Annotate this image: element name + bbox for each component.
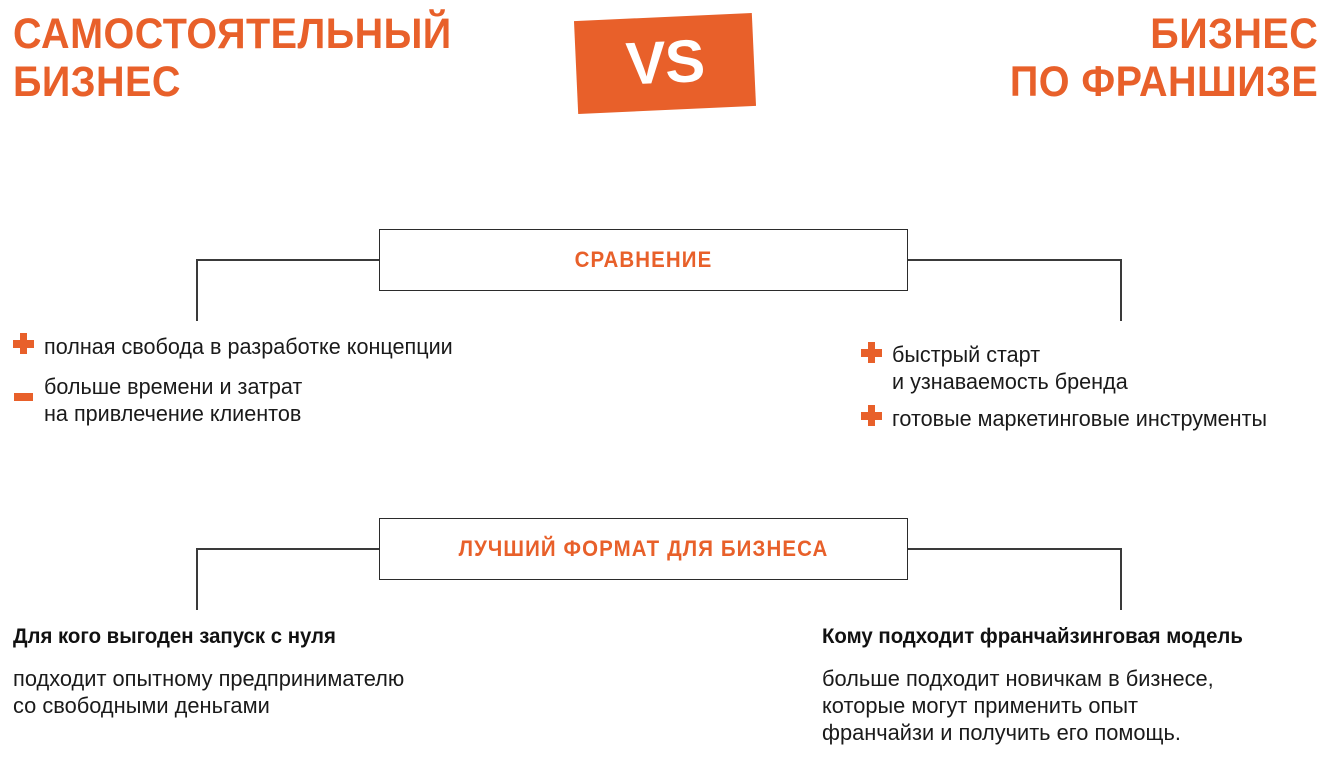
best-format-right-block: Кому подходит франчайзинговая модель бол… (822, 625, 1331, 746)
list-item: больше времени и затрат на привлечение к… (13, 373, 633, 427)
list-item-label: быстрый старт и узнаваемость бренда (892, 342, 1128, 394)
best-format-right-heading: Кому подходит франчайзинговая модель (822, 625, 1243, 648)
list-item-label: больше времени и затрат на привлечение к… (44, 374, 303, 426)
best-format-left-body: подходит опытному предпринимателю со сво… (13, 666, 405, 718)
plus-icon (861, 342, 883, 372)
list-item: полная свобода в разработке концепции (13, 333, 633, 363)
vs-badge-label: VS (624, 26, 706, 98)
connector-left-vertical (196, 259, 198, 321)
vs-badge: VS (573, 13, 757, 114)
comparison-left-list: полная свобода в разработке концепции бо… (13, 333, 633, 427)
list-item-label: готовые маркетинговые инструменты (892, 406, 1268, 431)
best-format-left-block: Для кого выгоден запуск с нуля подходит … (13, 625, 573, 719)
right-headline: БИЗНЕС ПО ФРАНШИЗЕ (1009, 10, 1318, 106)
connector-left-horizontal-2 (196, 548, 381, 550)
left-headline: САМОСТОЯТЕЛЬНЫЙ БИЗНЕС (13, 10, 452, 106)
connector-left-horizontal (196, 259, 381, 261)
comparison-right-list: быстрый старт и узнаваемость бренда гото… (861, 341, 1331, 435)
connector-left-vertical-2 (196, 548, 198, 610)
list-item-label: полная свобода в разработке концепции (44, 334, 453, 359)
best-format-box-label: ЛУЧШИЙ ФОРМАТ ДЛЯ БИЗНЕСА (458, 536, 829, 561)
best-format-left-heading: Для кого выгоден запуск с нуля (13, 625, 336, 648)
comparison-box: СРАВНЕНИЕ (379, 229, 908, 291)
connector-right-horizontal-2 (906, 548, 1122, 550)
connector-right-vertical (1120, 259, 1122, 321)
best-format-right-body: больше подходит новичкам в бизнесе, кото… (822, 666, 1214, 745)
minus-icon (13, 374, 35, 404)
plus-icon (13, 333, 35, 363)
plus-icon (861, 405, 883, 435)
connector-right-horizontal (906, 259, 1122, 261)
list-item: готовые маркетинговые инструменты (861, 405, 1331, 435)
best-format-box: ЛУЧШИЙ ФОРМАТ ДЛЯ БИЗНЕСА (379, 518, 908, 580)
list-item: быстрый старт и узнаваемость бренда (861, 341, 1331, 395)
connector-right-vertical-2 (1120, 548, 1122, 610)
comparison-box-label: СРАВНЕНИЕ (574, 247, 713, 272)
